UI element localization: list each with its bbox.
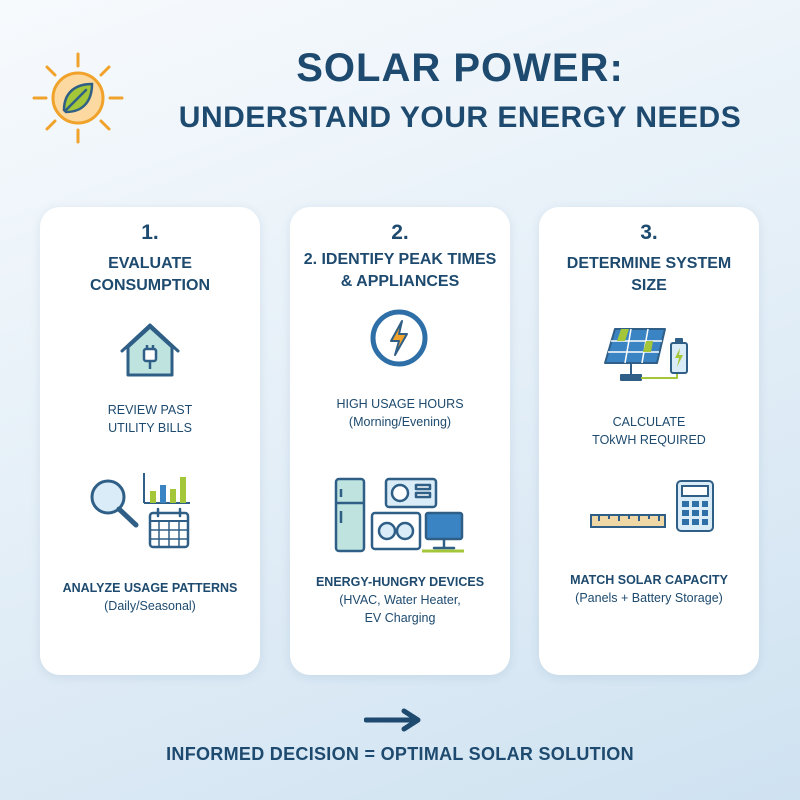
- appliances-icon: [334, 477, 464, 553]
- sun-leaf-icon: [32, 52, 124, 144]
- item-line: MATCH SOLAR CAPACITY: [570, 573, 728, 587]
- magnifier-chart-calendar-icon: [90, 473, 190, 549]
- item-line: (Daily/Seasonal): [104, 599, 196, 613]
- item-text: MATCH SOLAR CAPACITY (Panels + Battery S…: [545, 571, 753, 607]
- solar-panel-battery-icon: [604, 328, 688, 381]
- item-line: EV Charging: [364, 611, 436, 625]
- step-heading: DETERMINE SYSTEM SIZE: [566, 255, 732, 294]
- lightning-clock-icon: [370, 309, 428, 367]
- item-line: HIGH USAGE HOURS: [336, 397, 464, 411]
- item-line: CALCULATE: [612, 415, 686, 429]
- step-number: 3.: [640, 221, 658, 244]
- item-line: (Panels + Battery Storage): [575, 591, 723, 605]
- item-line: TOkWH REQUIRED: [592, 433, 706, 447]
- item-text: ENERGY-HUNGRY DEVICES (HVAC, Water Heate…: [296, 573, 504, 627]
- item-text: CALCULATE TOkWH REQUIRED: [545, 413, 753, 449]
- step-card-determine: 3. DETERMINE SYSTEM SIZE CALCULATE TOkWH…: [539, 207, 759, 675]
- item-line: ENERGY-HUNGRY DEVICES: [315, 575, 485, 589]
- footer-conclusion: INFORMED DECISION = OPTIMAL SOLAR SOLUTI…: [166, 744, 634, 764]
- item-text: ANALYZE USAGE PATTERNS (Daily/Seasonal): [46, 579, 254, 615]
- house-plug-icon: [120, 323, 180, 377]
- page-subtitle: UNDERSTAND YOUR ENERGY NEEDS: [178, 101, 742, 134]
- item-line: ANALYZE USAGE PATTERNS: [62, 581, 238, 595]
- ruler-calculator-icon: [590, 480, 714, 532]
- title-block: SOLAR POWER: UNDERSTAND YOUR ENERGY NEED…: [140, 44, 780, 138]
- step-card-evaluate: 1. EVALUATE CONSUMPTION REVIEW PAST UTIL…: [40, 207, 260, 675]
- item-text: HIGH USAGE HOURS (Morning/Evening): [296, 395, 504, 431]
- step-number: 2.: [391, 221, 409, 244]
- item-text: REVIEW PAST UTILITY BILLS: [46, 401, 254, 437]
- item-line: UTILITY BILLS: [108, 421, 192, 435]
- step-heading: EVALUATE CONSUMPTION: [90, 255, 210, 294]
- item-line: REVIEW PAST: [107, 403, 193, 417]
- step-card-identify: 2. 2. IDENTIFY PEAK TIMES & APPLIANCES H…: [290, 207, 510, 675]
- arrow-right-icon: [364, 708, 421, 732]
- step-number: 1.: [141, 221, 159, 244]
- page-title: SOLAR POWER:: [296, 46, 624, 90]
- item-line: (Morning/Evening): [348, 415, 452, 429]
- item-line: (HVAC, Water Heater,: [339, 593, 461, 607]
- step-heading: 2. IDENTIFY PEAK TIMES & APPLIANCES: [303, 251, 497, 290]
